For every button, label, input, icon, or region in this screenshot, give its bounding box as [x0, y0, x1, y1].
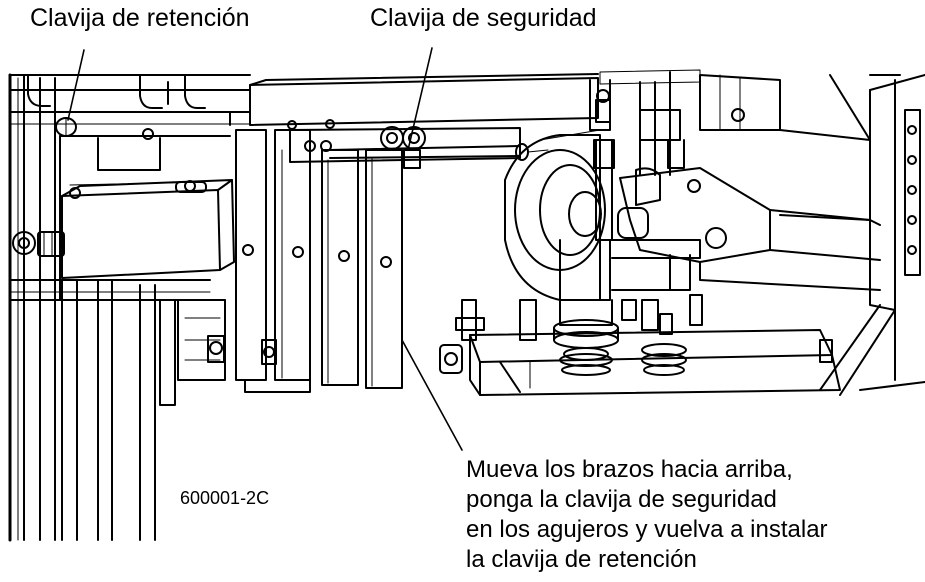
retention-pin-leader: [67, 49, 85, 121]
lower-cross-arm: [439, 294, 841, 396]
part-number: 600001-2C: [180, 488, 270, 508]
safety-pin-callout: Clavija de seguridad: [370, 4, 597, 32]
top-plate: [229, 73, 599, 130]
leader-lines: [67, 47, 463, 451]
instruction-line-2: ponga la clavija de seguridad: [466, 486, 777, 513]
right-frame: [699, 74, 925, 396]
clamp-assembly: [504, 69, 771, 361]
instruction-text: Mueva los brazos hacia arriba, ponga la …: [466, 455, 828, 575]
left-frame: [8, 73, 251, 542]
instruction-line-1: Mueva los brazos hacia arriba,: [466, 456, 793, 483]
retention-pin-callout: Clavija de retención: [30, 4, 250, 32]
instruction-line-3: en los agujeros y vuelva a instalar: [466, 516, 828, 543]
instruction-leader: [401, 339, 463, 451]
arm-plates: [207, 126, 549, 393]
instruction-line-4: la clavija de retención: [466, 546, 697, 573]
safety-pin-leader: [407, 47, 433, 151]
